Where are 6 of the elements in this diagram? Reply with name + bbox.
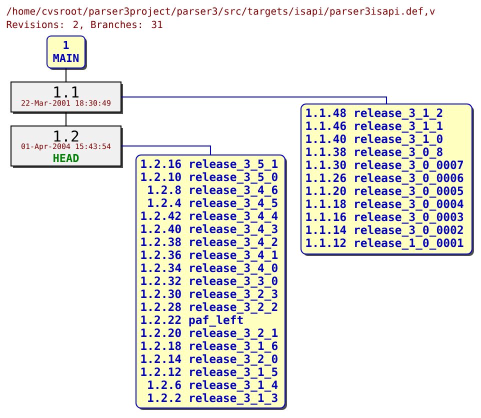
connector-line — [121, 146, 211, 155]
connector-line — [121, 96, 387, 104]
tag-list-box: 1.2.16 release_3_5_1 1.2.10 release_3_5_0 1.2.8 release_3_4_6 1.2.4 release_3_4_5 1.2.42 release_3_4_4 1.2.40 release_3_4_3 1.2.38 release_3_4_2 1.2.36 release_3_4_1 1.2.34 release_3_4_0 1.2.32 release_3_3_0 1.2.30 release_3_2_3 1.2.28 release_3_2_2 1.2.22 paf_left 1.2.20 release_3_2_1 1.2.18 release_3_1_6 1.2.14 release_3_2_0 1.2.12 release_3_1_5 1.2.6 release_3_1_4 1.2.2 release_3_1_3 — [136, 154, 287, 410]
branch-box: 1 MAIN — [46, 36, 87, 70]
tag-list-box: 1.1.48 release_3_1_2 1.1.46 release_3_1_1 1.1.40 release_3_1_0 1.1.38 release_3_0_8 1.1.30 release_3_0_0007 1.1.26 release_3_0_0006 1.1.20 release_3_0_0005 1.1.18 release_3_0_0004 1.1.16 release_3_0_0003 1.1.14 release_3_0_0002 1.1.12 release_1_0_0001 — [300, 104, 474, 256]
file-path: /home/cvsroot/parser3project/parser3/src/targets/isapi/parser3isapi.def,v — [6, 7, 435, 17]
